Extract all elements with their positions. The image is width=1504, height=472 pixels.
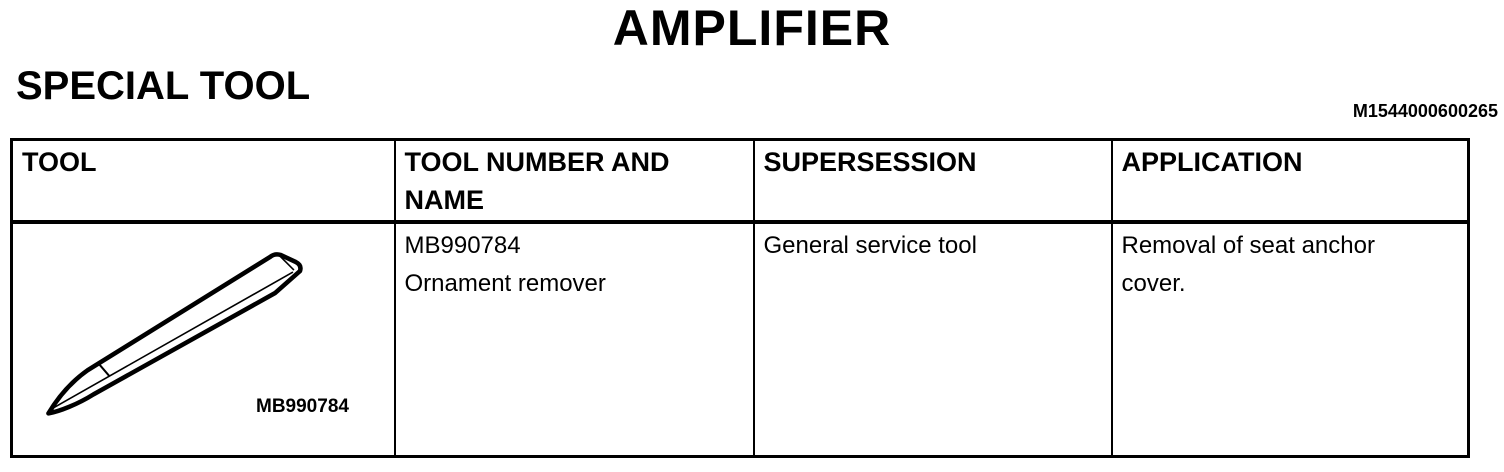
document-reference-number: M1544000600265: [1352, 101, 1498, 121]
tool-illustration-cell: MB990784: [10, 220, 396, 458]
tool-name: Ornament remover: [404, 269, 606, 297]
application-text: Removal of seat anchor cover.: [1121, 231, 1375, 297]
supersession-cell: General service tool: [752, 220, 1113, 458]
tool-illustration-label: MB990784: [256, 395, 349, 417]
column-header-tool: TOOL: [10, 138, 396, 224]
column-header-supersession: SUPERSESSION: [752, 138, 1113, 224]
application-cell: Removal of seat anchor cover.: [1110, 220, 1470, 458]
tool-number: MB990784: [404, 231, 521, 259]
column-header-application: APPLICATION: [1110, 138, 1470, 224]
table-row: MB990784 MB990784 Ornament remover Gener…: [10, 220, 1470, 458]
tool-number-and-name-cell: MB990784 Ornament remover: [393, 220, 755, 458]
page-title: AMPLIFIER: [612, 0, 892, 56]
section-heading: SPECIAL TOOL: [16, 64, 311, 108]
column-header-tool-number-and-name: TOOL NUMBER AND NAME: [393, 138, 755, 224]
supersession-text: General service tool: [763, 231, 977, 259]
table-header-row: TOOL TOOL NUMBER AND NAME SUPERSESSION A…: [10, 138, 1470, 224]
ornament-remover-illustration-icon: [46, 251, 303, 416]
special-tool-table: TOOL TOOL NUMBER AND NAME SUPERSESSION A…: [10, 138, 1470, 458]
